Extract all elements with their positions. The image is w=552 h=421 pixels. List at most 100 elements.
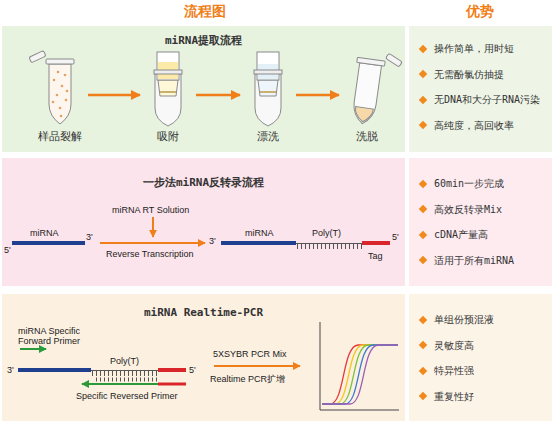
tube-rim — [357, 57, 385, 66]
column-collar — [254, 70, 282, 74]
advantage-item: 灵敏度高 — [417, 333, 552, 359]
flow-arrow — [296, 94, 339, 97]
advantage-item: 无DNA和大分子RNA污染 — [417, 87, 552, 113]
primer-ticks — [96, 378, 158, 382]
amplification-curve — [322, 345, 398, 404]
advantage-item: 适用于所有miRNA — [417, 248, 552, 274]
amplification-curve — [322, 345, 398, 404]
tube-node: 吸附 — [140, 46, 196, 144]
lysate-dots — [52, 71, 69, 118]
column-collar — [154, 70, 182, 74]
tube-body — [49, 64, 71, 124]
bullet-diamond — [419, 256, 427, 264]
flow-arrow — [88, 94, 140, 97]
column-liquid — [158, 62, 178, 79]
step-label: 样品裂解 — [32, 129, 88, 144]
advantage-text: 操作简单，用时短 — [434, 43, 514, 54]
advantage-panel: 操作简单，用时短无需酚氯仿抽提无DNA和大分子RNA污染高纯度，高回收率 — [409, 26, 552, 152]
advantage-item: 单组份预混液 — [417, 307, 552, 333]
reagent-arrow — [152, 217, 154, 237]
advantage-text: 无需酚氯仿抽提 — [434, 69, 504, 80]
advantage-panel: 60min一步完成高效反转录Mix cDNA产量高适用于所有miRNA — [409, 158, 552, 286]
amplification-curve — [322, 345, 398, 404]
spin-column-tube — [154, 52, 182, 126]
advantage-item: 高效反转录Mix — [417, 197, 552, 223]
bullet-diamond — [419, 230, 427, 238]
bullet-diamond — [419, 121, 427, 129]
advantage-text: 重复性好 — [434, 391, 474, 402]
poly-t-ticks — [92, 371, 158, 376]
column-membrane — [160, 91, 176, 93]
primer-tag — [158, 383, 186, 386]
section-panel: 一步法miRNA反转录流程 — [2, 158, 405, 286]
advantage-text: 适用于所有miRNA — [434, 255, 514, 266]
chart-axes — [320, 322, 399, 410]
process-arrow — [100, 242, 205, 244]
cdna-strand — [18, 368, 91, 372]
column-body — [157, 52, 179, 80]
amplification-curve — [322, 345, 398, 404]
tube-node: 样品裂解 — [32, 46, 88, 144]
step-label: 漂洗 — [240, 129, 296, 144]
column-body — [257, 52, 279, 80]
eluate-liquid — [354, 107, 374, 123]
bullet-diamond — [419, 366, 427, 374]
advantage-text: 高纯度，高回收率 — [434, 120, 514, 131]
tag-segment — [362, 241, 390, 245]
advantage-item: cDNA产量高 — [417, 222, 552, 248]
advantage-text: 高效反转录Mix — [434, 204, 502, 215]
column-tip — [258, 80, 278, 96]
bullet-diamond — [419, 205, 427, 213]
tube-lid — [29, 51, 46, 63]
forward-primer-arrow — [20, 348, 46, 350]
lysis-tube — [29, 51, 74, 124]
advantage-item: 特异性强 — [417, 358, 552, 384]
tube-body — [351, 63, 381, 125]
bullet-diamond — [419, 179, 427, 187]
column-liquid — [258, 64, 278, 79]
step-label: 吸附 — [140, 129, 196, 144]
section-panel: miRNA Realtime-PCR — [2, 294, 405, 421]
tube-body — [155, 74, 181, 126]
tube-rim — [46, 59, 74, 64]
bullet-diamond — [419, 44, 427, 52]
section-title: 一步法miRNA反转录流程 — [2, 175, 405, 190]
advantage-text: 60min一步完成 — [434, 178, 504, 189]
amplification-curves — [322, 345, 398, 404]
elution-tube — [348, 49, 403, 128]
section-title: miRNA Realtime-PCR — [2, 306, 405, 319]
tube-node: 漂洗 — [240, 46, 296, 144]
mirna-strand — [12, 241, 85, 245]
advantage-text: 灵敏度高 — [434, 340, 474, 351]
spin-column-tube — [254, 52, 282, 126]
diagram-label: 流程图 — [165, 3, 245, 20]
section-panel: miRNA提取流程样品裂解 吸附 漂洗 洗脱 — [2, 26, 405, 152]
section-title: miRNA提取流程 — [2, 33, 405, 48]
mirna-strand — [221, 241, 296, 245]
poly-t-line — [91, 370, 158, 371]
poly-t-ticks — [297, 244, 362, 249]
tube-body — [255, 74, 281, 126]
bullet-diamond — [419, 392, 427, 400]
tag-segment — [158, 368, 186, 372]
advantage-text: 单组份预混液 — [434, 314, 494, 325]
reverse-primer-arrow — [82, 383, 158, 385]
bullet-diamond — [419, 70, 427, 78]
step-label: 洗脱 — [339, 129, 395, 144]
advantage-text: 无DNA和大分子RNA污染 — [434, 94, 540, 105]
column-membrane — [260, 91, 276, 93]
advantage-text: 特异性强 — [434, 365, 474, 376]
advantage-item: 无需酚氯仿抽提 — [417, 62, 552, 88]
diagram-label: 优势 — [440, 3, 520, 20]
advantage-item: 重复性好 — [417, 384, 552, 410]
amplification-curve — [322, 345, 398, 404]
flow-arrow — [196, 94, 240, 97]
tube-node: 洗脱 — [339, 46, 395, 144]
bullet-diamond — [419, 341, 427, 349]
bullet-diamond — [419, 95, 427, 103]
column-tip — [158, 80, 178, 96]
advantage-text: cDNA产量高 — [434, 229, 488, 240]
advantage-item: 操作简单，用时短 — [417, 36, 552, 62]
